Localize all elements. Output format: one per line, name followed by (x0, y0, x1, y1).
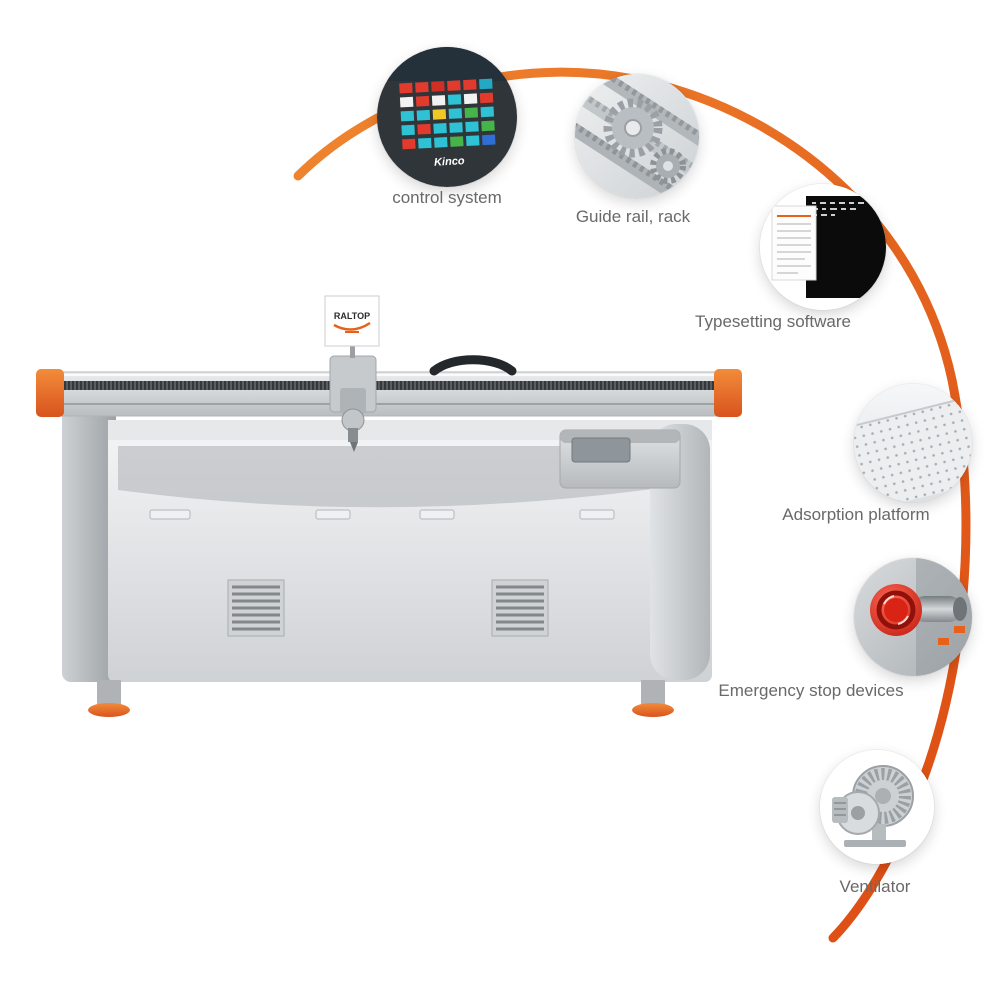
software-illustration (760, 184, 886, 310)
feature-image-typesetting-software (760, 184, 886, 310)
beam-endcap-left (36, 369, 64, 417)
panel-brand-text: Kinco (434, 155, 465, 169)
feature-image-control-system: Kinco (377, 47, 517, 187)
flag-pole (350, 344, 355, 358)
brand-text: RALTOP (334, 311, 370, 321)
machine-leg-right (641, 680, 665, 706)
feature-image-adsorption-platform (854, 384, 972, 502)
gear-large (603, 98, 663, 158)
body-recess-shadow (118, 446, 702, 508)
gantry-beam (36, 369, 742, 417)
head-nozzle (348, 428, 358, 442)
brand-flag: RALTOP (324, 295, 380, 347)
feature-label-ventilator: Ventilator (839, 877, 911, 896)
keypad-row-2 (399, 92, 494, 108)
feature-image-emergency-stop (854, 558, 972, 676)
estop-mount-cylinder (912, 596, 967, 622)
control-pendant (559, 429, 681, 489)
gears-illustration (575, 74, 699, 198)
front-slots (149, 509, 615, 520)
pendant-screen (571, 437, 631, 463)
feature-label-typesetting-software: Typesetting software (695, 312, 851, 331)
keypad-row-1 (399, 78, 493, 94)
cutting-head: RALTOP (324, 295, 380, 452)
blower-motor (832, 797, 848, 823)
gear-small (650, 148, 686, 184)
feature-image-ventilator (820, 750, 934, 864)
vent-grille-left (227, 579, 285, 637)
machine-leg-left (97, 680, 121, 706)
keypad-row-5 (402, 134, 496, 150)
estop-terminal-2 (954, 626, 965, 633)
platform-illustration (854, 384, 972, 502)
blower-outlet (872, 824, 886, 842)
estop-button (870, 584, 922, 636)
cutting-machine: RALTOP (36, 295, 742, 717)
feature-label-control-system: control system (392, 188, 502, 207)
estop-illustration (854, 558, 972, 676)
beam-endcap-right (714, 369, 742, 417)
software-dark-canvas (806, 196, 886, 298)
software-document-page (771, 205, 817, 281)
blower-base (844, 840, 906, 847)
left-column (62, 400, 116, 682)
vent-grille-right (491, 579, 549, 637)
head-tip (350, 442, 358, 452)
head-cylinder (341, 408, 365, 432)
brand-swoosh (333, 321, 371, 331)
keypad-row-4 (401, 120, 495, 136)
keypad-row-3 (400, 106, 495, 122)
feature-image-guide-rail-rack (575, 74, 699, 198)
feature-label-guide-rail-rack: Guide rail, rack (575, 207, 691, 226)
head-body (340, 388, 366, 414)
machine-foot-right (632, 703, 674, 717)
feature-label-adsorption-platform: Adsorption platform (782, 505, 930, 524)
machine-foot-left (88, 703, 130, 717)
control-panel-illustration: Kinco (377, 47, 517, 187)
ventilator-illustration (820, 750, 934, 864)
beam-handle (429, 355, 517, 376)
feature-label-emergency-stop: Emergency stop devices (718, 681, 904, 700)
estop-terminal-1 (938, 638, 949, 645)
